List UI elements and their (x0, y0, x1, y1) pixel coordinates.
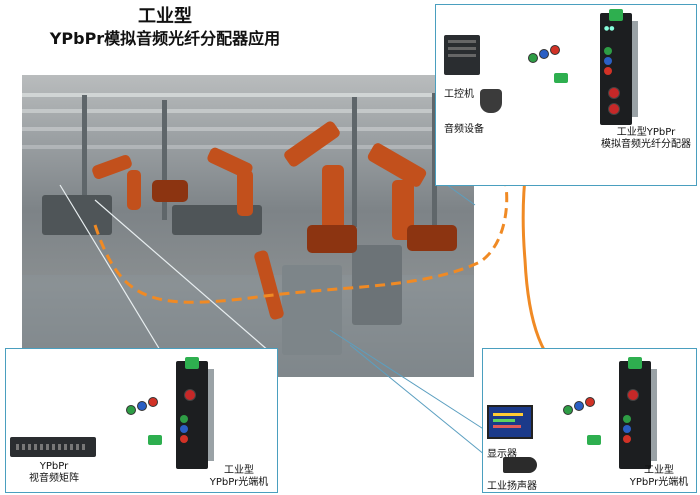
terminal-label-left-line-2: YPbPr光端机 (209, 477, 269, 488)
callout-line-right-a (329, 329, 486, 431)
rca-blue-icon (539, 49, 549, 59)
title-line-1: 工业型 (138, 6, 192, 27)
terminal-label-left: 工业型 YPbPr光端机 (202, 465, 276, 489)
rca-blue-icon (137, 401, 147, 411)
rca-blue-icon (574, 401, 584, 411)
panel-display: 显示器 工业扬声器 工业型 YPbPr光端机 (482, 348, 697, 493)
distributor-label-line-2: 模拟音频光纤分配器 (601, 139, 691, 150)
terminal-block-icon (554, 73, 568, 83)
callout-line-right-b (349, 344, 486, 456)
optical-distributor-device: ●● (600, 9, 638, 125)
matrix-label-line-2: 视音频矩阵 (29, 473, 79, 484)
rca-green-icon (563, 405, 573, 415)
monitor-label: 显示器 (487, 449, 517, 460)
speaker-icon (503, 457, 537, 473)
terminal-block-icon (148, 435, 162, 445)
rca-red-icon (550, 45, 560, 55)
speaker-label: 工业扬声器 (487, 481, 537, 492)
panel-matrix: YPbPr 视音频矩阵 工业型 YPbPr光端机 (5, 348, 278, 493)
rca-green-icon (126, 405, 136, 415)
callout-line-left-a (59, 184, 161, 351)
rca-red-icon (148, 397, 158, 407)
monitor-icon (487, 405, 533, 439)
diagram-title: 工业型 YPbPr模拟音频光纤分配器应用 (0, 6, 330, 50)
matrix-label-line-1: YPbPr (39, 461, 69, 472)
optical-terminal-device-left (176, 357, 214, 469)
terminal-label-right-line-1: 工业型 (644, 465, 674, 476)
fiber-dashed-route (93, 179, 509, 304)
distributor-label-line-1: 工业型YPbPr (616, 127, 676, 138)
terminal-label-right-line-2: YPbPr光端机 (629, 477, 689, 488)
panel-distributor: 工控机 音频设备 ●● 工业型YPbPr 模拟音频光纤分配器 (435, 4, 697, 186)
distributor-label: 工业型YPbPr 模拟音频光纤分配器 (591, 127, 700, 151)
terminal-label-right: 工业型 YPbPr光端机 (623, 465, 695, 489)
video-matrix-icon (10, 437, 96, 457)
audio-device-label: 音频设备 (444, 124, 484, 135)
rca-green-icon (528, 53, 538, 63)
audio-device-icon (480, 89, 502, 113)
pc-label: 工控机 (444, 89, 474, 100)
title-line-2: YPbPr模拟音频光纤分配器应用 (49, 29, 281, 48)
terminal-label-left-line-1: 工业型 (224, 465, 254, 476)
optical-terminal-device-right (619, 357, 657, 469)
rca-red-icon (585, 397, 595, 407)
callout-line-left-b (94, 199, 271, 353)
matrix-label: YPbPr 视音频矩阵 (16, 461, 92, 485)
terminal-block-icon (587, 435, 601, 445)
industrial-pc-icon (444, 35, 480, 75)
factory-photo (22, 75, 474, 377)
